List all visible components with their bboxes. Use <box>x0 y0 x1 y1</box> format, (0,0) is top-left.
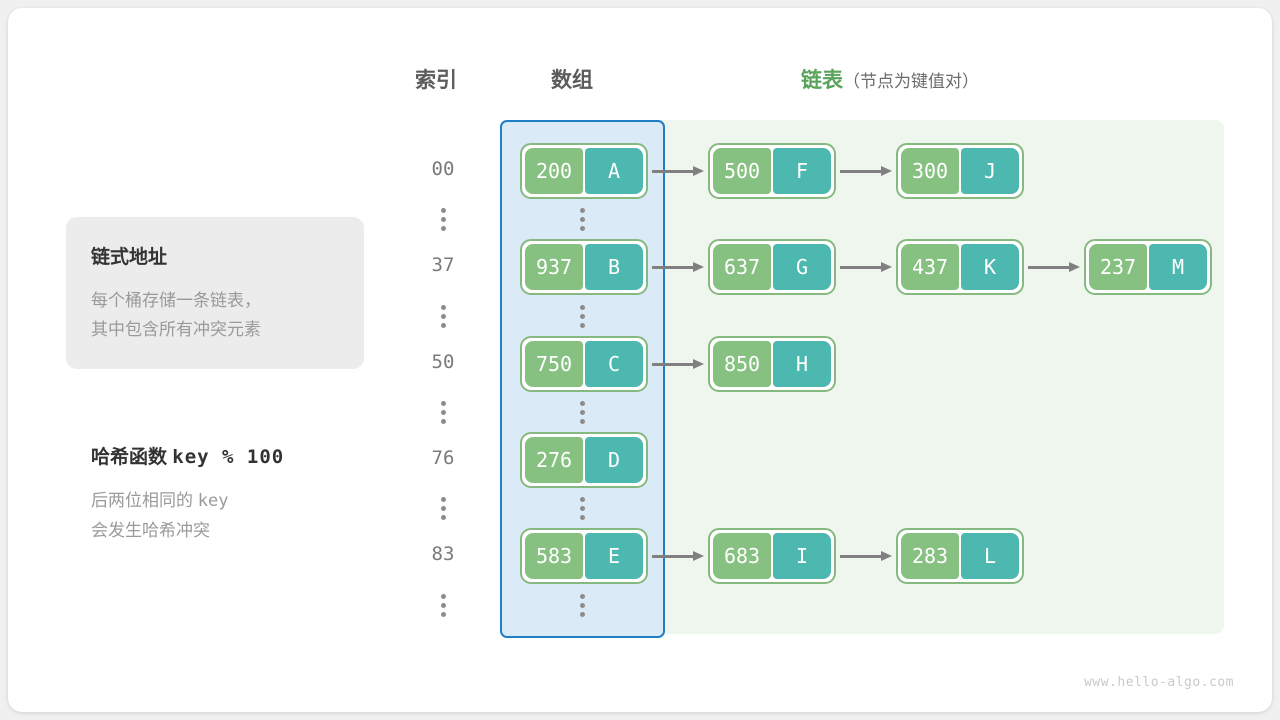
hash-function-line-1-prefix: 后两位相同的 <box>91 491 193 510</box>
hash-function-line-1: 后两位相同的 key <box>91 486 228 516</box>
node-key: 283 <box>901 533 959 579</box>
node-key: 750 <box>525 341 583 387</box>
node-value: E <box>585 533 643 579</box>
array-column-ellipsis <box>580 208 585 231</box>
node-value: I <box>773 533 831 579</box>
node-key: 850 <box>713 341 771 387</box>
bucket-index-label: 76 <box>431 447 455 469</box>
hash-function-title: 哈希函数 key % 100 <box>91 442 284 469</box>
next-pointer-arrow <box>652 359 704 369</box>
next-pointer-arrow <box>840 262 892 272</box>
bucket-index-label: 50 <box>431 351 455 373</box>
node-value: D <box>585 437 643 483</box>
next-pointer-arrow <box>840 166 892 176</box>
node-value: F <box>773 148 831 194</box>
node-key: 937 <box>525 244 583 290</box>
node-value: A <box>585 148 643 194</box>
next-pointer-arrow <box>652 262 704 272</box>
node-key: 637 <box>713 244 771 290</box>
node-value: C <box>585 341 643 387</box>
hash-function-expression: key % 100 <box>172 446 285 468</box>
header-array: 数组 <box>551 69 593 92</box>
array-column-ellipsis <box>580 497 585 520</box>
info-callout-body: 每个桶存储一条链表， 其中包含所有冲突元素 <box>91 286 261 344</box>
bucket-index-label: 83 <box>431 543 455 565</box>
watermark: www.hello-algo.com <box>1084 675 1234 690</box>
index-column-ellipsis <box>441 401 446 424</box>
node-key: 276 <box>525 437 583 483</box>
node-key: 500 <box>713 148 771 194</box>
diagram-card: 索引 数组 链表（节点为键值对） 链式地址 每个桶存储一条链表， 其中包含所有冲… <box>8 8 1272 712</box>
hash-function-label: 哈希函数 <box>91 447 168 468</box>
header-linked-list: 链表（节点为键值对） <box>801 64 979 94</box>
next-pointer-arrow <box>1028 262 1080 272</box>
header-linked-list-note: （节点为键值对） <box>843 72 979 91</box>
node-key: 583 <box>525 533 583 579</box>
node-key: 437 <box>901 244 959 290</box>
node-value: B <box>585 244 643 290</box>
index-column-ellipsis <box>441 497 446 520</box>
info-callout-line-2: 其中包含所有冲突元素 <box>91 320 261 339</box>
next-pointer-arrow <box>840 551 892 561</box>
hash-function-body: 后两位相同的 key 会发生哈希冲突 <box>91 486 228 545</box>
next-pointer-arrow <box>652 166 704 176</box>
node-value: K <box>961 244 1019 290</box>
bucket-index-label: 37 <box>431 254 455 276</box>
node-key: 200 <box>525 148 583 194</box>
node-value: J <box>961 148 1019 194</box>
node-value: L <box>961 533 1019 579</box>
bucket-index-label: 00 <box>431 158 455 180</box>
array-column-ellipsis <box>580 305 585 328</box>
info-callout-line-1: 每个桶存储一条链表， <box>91 291 261 310</box>
array-column-ellipsis <box>580 401 585 424</box>
header-linked-list-main: 链表 <box>801 69 843 92</box>
header-index: 索引 <box>415 69 457 92</box>
node-key: 237 <box>1089 244 1147 290</box>
index-column-ellipsis <box>441 594 446 617</box>
index-column-ellipsis <box>441 208 446 231</box>
node-value: M <box>1149 244 1207 290</box>
node-value: H <box>773 341 831 387</box>
node-key: 683 <box>713 533 771 579</box>
info-callout-title: 链式地址 <box>91 247 168 268</box>
node-key: 300 <box>901 148 959 194</box>
next-pointer-arrow <box>652 551 704 561</box>
hash-function-line-1-key: key <box>197 491 229 511</box>
hash-function-line-2: 会发生哈希冲突 <box>91 521 210 540</box>
array-column-ellipsis <box>580 594 585 617</box>
node-value: G <box>773 244 831 290</box>
info-callout-box <box>66 217 364 369</box>
index-column-ellipsis <box>441 305 446 328</box>
